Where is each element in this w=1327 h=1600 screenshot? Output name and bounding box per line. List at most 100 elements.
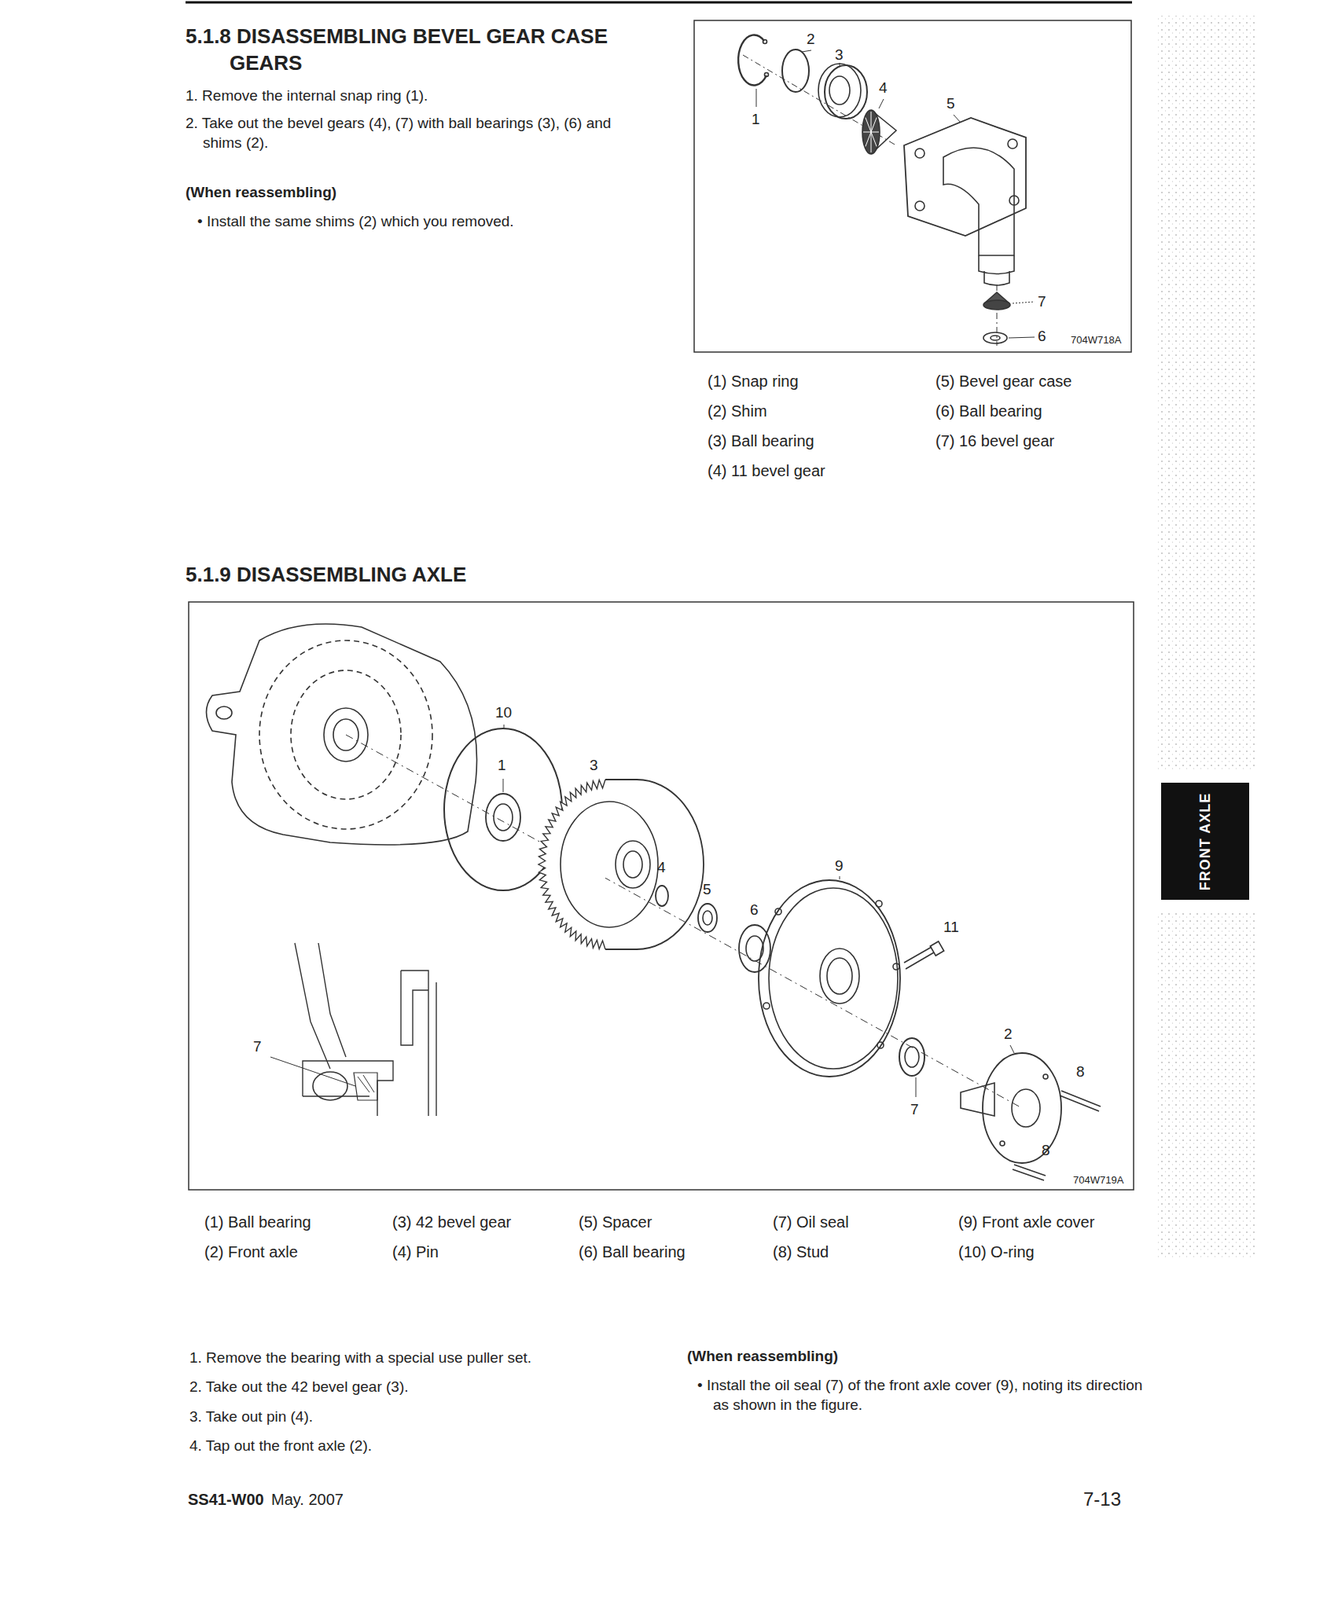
drawing-stroke: [983, 300, 1011, 310]
margin-texture: [1155, 15, 1257, 1258]
drawing-stroke: [764, 73, 769, 78]
parts-list-item: (7) 16 bevel gear: [935, 430, 1055, 452]
callout-number: 4: [878, 78, 888, 99]
drawing-stroke: [893, 963, 900, 971]
drawing-stroke: [188, 602, 1134, 1191]
parts-list-item: (5) Spacer: [578, 1212, 652, 1233]
callout-number: 3: [834, 45, 844, 66]
parts-list-item: (3) 42 bevel gear: [392, 1212, 511, 1233]
callout-number: 1: [751, 110, 761, 130]
parts-list-item: (10) O-ring: [958, 1242, 1035, 1263]
page-footer: 7-13: [1083, 1487, 1122, 1512]
callout-number: 5: [702, 880, 712, 901]
drawing-stroke: [485, 793, 521, 842]
drawing-stroke: [863, 111, 879, 153]
drawing-stroke: [984, 271, 1010, 286]
note-text: • Install the same shims (2) which you r…: [197, 212, 670, 232]
drawing-stroke: [623, 851, 643, 879]
drawing-stroke: [768, 888, 898, 1070]
callout-number: 7: [253, 1037, 262, 1058]
callout-number: 7: [1037, 292, 1047, 313]
drawing-stroke: [782, 49, 809, 92]
drawing-stroke: [839, 876, 841, 880]
drawing-stroke: [829, 76, 850, 105]
drawing-stroke: [1007, 139, 1018, 149]
parts-list-item: (6) Ball bearing: [578, 1242, 686, 1263]
step-text: 4. Tap out the front axle (2).: [189, 1437, 372, 1457]
drawing-stroke: [960, 1083, 995, 1117]
top-rule: [185, 1, 1133, 4]
callout-number: 2: [1003, 1025, 1013, 1045]
drawing-stroke: [758, 880, 901, 1078]
drawing-stroke: [982, 1053, 1062, 1164]
drawing-stroke: [1008, 337, 1035, 339]
figure-front-axle: [188, 602, 1134, 1191]
drawing-stroke: [294, 943, 346, 1070]
drawing-stroke: [738, 925, 771, 973]
drawing-stroke: [763, 1003, 770, 1010]
drawing-stroke: [694, 20, 1132, 353]
figure-code: 704W718A: [1070, 334, 1122, 348]
drawing-stroke: [915, 1077, 917, 1098]
drawing-stroke: [702, 911, 713, 926]
drawing-stroke: [357, 1075, 375, 1093]
drawing-stroke: [875, 900, 883, 908]
drawing-stroke: [1012, 1165, 1046, 1181]
callout-number: 8: [1076, 1062, 1085, 1083]
callout-number: 4: [657, 858, 666, 879]
callout-number: 7: [910, 1100, 919, 1121]
drawing-stroke: [904, 947, 934, 970]
drawing-stroke: [756, 88, 758, 107]
drawing-stroke: [819, 948, 860, 1004]
drawing-stroke: [216, 706, 232, 720]
drawing-stroke: [775, 908, 782, 916]
callout-number: 10: [495, 703, 512, 724]
drawing-stroke: [615, 841, 651, 889]
drawing-stroke: [839, 62, 841, 67]
drawing-stroke: [1011, 1089, 1041, 1128]
parts-list-item: (1) Snap ring: [707, 371, 799, 392]
parts-list-item: (5) Bevel gear case: [935, 371, 1072, 392]
callout-number: 6: [1037, 327, 1047, 347]
drawing-stroke: [943, 147, 1015, 256]
section-tab: FRONT AXLE: [1161, 782, 1250, 901]
step-text: 2. Take out the 42 bevel gear (3).: [189, 1378, 409, 1398]
drawing-stroke: [904, 1047, 919, 1068]
parts-list-item: (6) Ball bearing: [935, 400, 1043, 422]
parts-list-item: (9) Front axle cover: [958, 1212, 1095, 1233]
drawing-stroke: [818, 63, 861, 118]
note-heading: (When reassembling): [185, 183, 337, 203]
parts-list-item: (3) Ball bearing: [707, 430, 815, 452]
note-heading: (When reassembling): [687, 1347, 839, 1368]
drawing-stroke: [312, 1072, 348, 1101]
drawing-stroke: [206, 624, 478, 846]
drawing-stroke: [333, 719, 359, 751]
drawing-stroke: [323, 708, 368, 762]
drawing-stroke: [270, 1057, 356, 1087]
drawing-stroke: [990, 335, 1000, 341]
drawing-stroke: [738, 35, 767, 86]
drawing-stroke: [915, 148, 925, 159]
drawing-stroke: [259, 640, 433, 830]
drawing-stroke: [560, 801, 658, 928]
drawing-stroke: [1059, 1091, 1101, 1112]
drawing-stroke: [655, 885, 669, 907]
callout-number: 3: [589, 756, 599, 776]
step-text: 2. Take out the bevel gears (4), (7) wit…: [185, 113, 626, 153]
drawing-stroke: [1155, 911, 1257, 1258]
drawing-stroke: [878, 99, 884, 109]
drawing-stroke: [899, 1038, 925, 1077]
drawing-stroke: [877, 1042, 884, 1049]
parts-list-item: (7) Oil seal: [772, 1212, 850, 1233]
drawing-stroke: [953, 114, 961, 123]
step-text: 1. Remove the bearing with a special use…: [189, 1349, 532, 1369]
parts-list-item: (8) Stud: [772, 1242, 829, 1263]
parts-list-item: (2) Front axle: [204, 1242, 298, 1263]
drawing-stroke: [930, 941, 944, 956]
drawing-stroke: [862, 110, 880, 155]
drawing-stroke: [904, 117, 1026, 236]
drawing-stroke: [345, 735, 1022, 1109]
drawing-stroke: [605, 779, 704, 950]
section-heading: 5.1.8 DISASSEMBLING BEVEL GEAR CASE GEAR…: [185, 23, 658, 78]
section-heading: 5.1.9 DISASSEMBLING AXLE: [185, 562, 467, 589]
